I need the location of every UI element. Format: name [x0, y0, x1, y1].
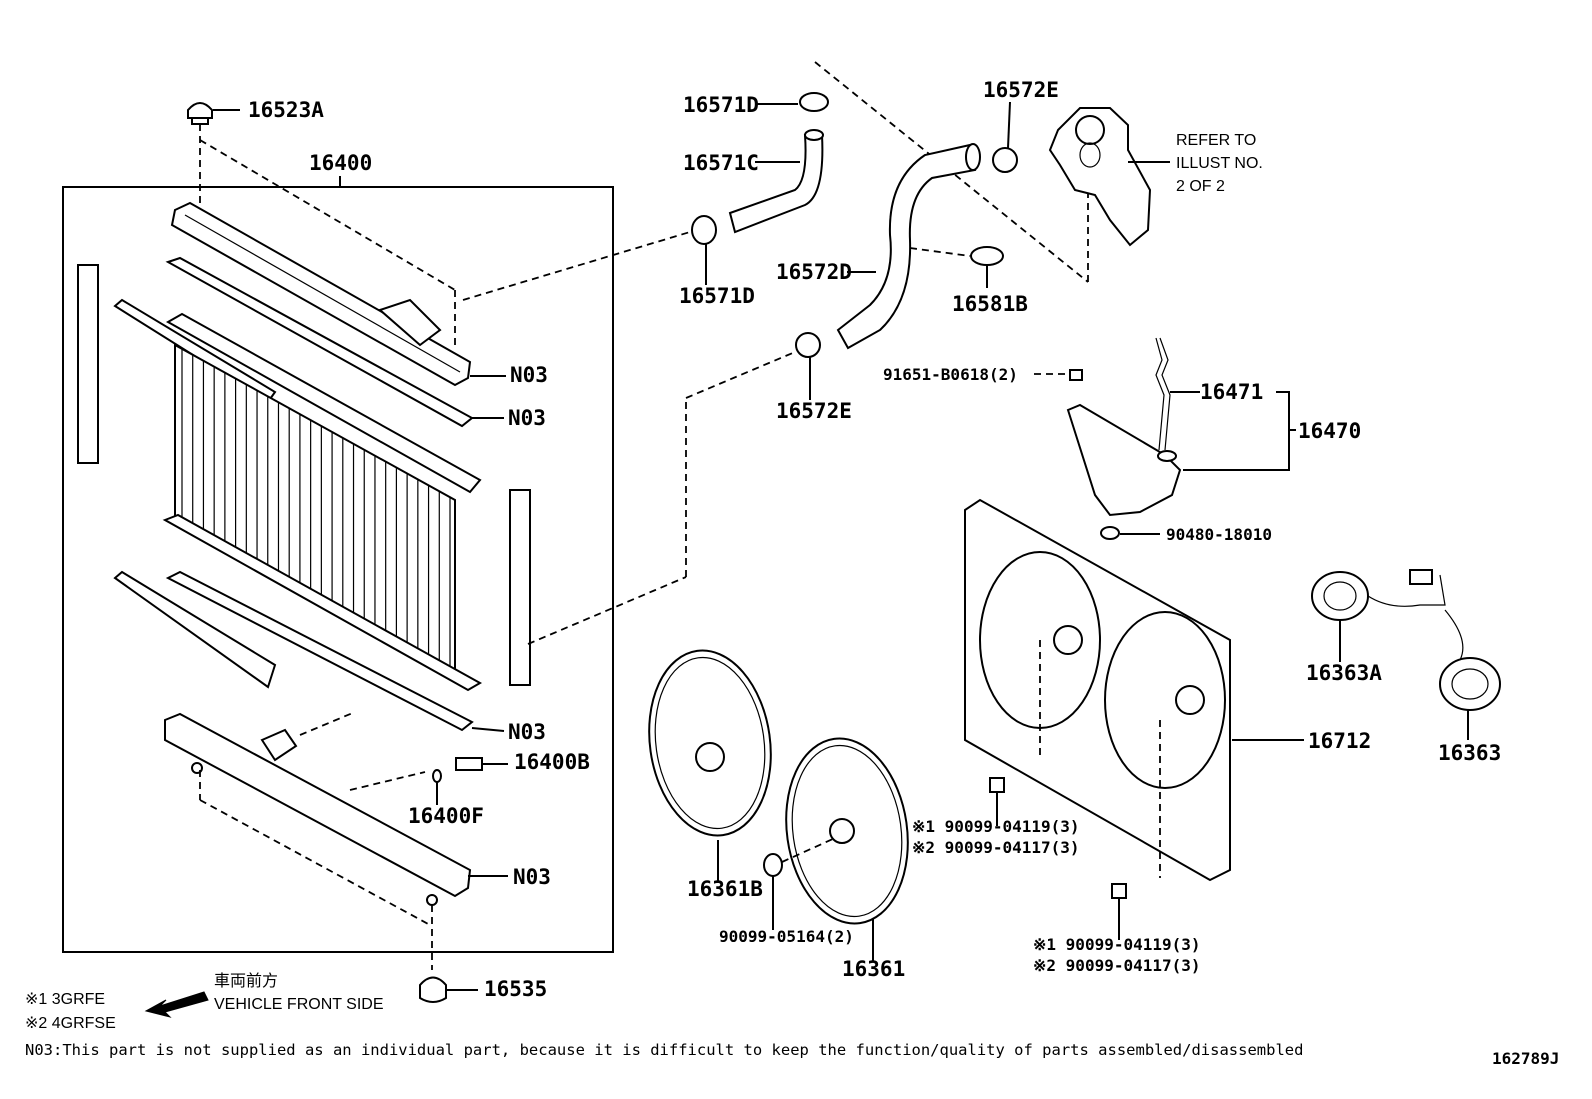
label-16535: 16535	[484, 977, 547, 1001]
label-n03-1: N03	[510, 363, 548, 387]
clamp-16572E-lower	[795, 332, 821, 400]
clamp-16581B	[909, 246, 1004, 288]
label-16471: 16471	[1200, 380, 1263, 404]
label-16571D-top: 16571D	[683, 93, 759, 117]
variant-1-legend: ※1 3GRFE	[25, 991, 105, 1008]
reservoir-hose-16471	[1155, 337, 1171, 451]
bolt-91651	[1034, 369, 1083, 381]
vehicle-front-jp: 車両前方	[214, 972, 278, 990]
nut-90099-05164	[763, 837, 836, 930]
fan-16361	[785, 737, 909, 962]
clamp-16571D-upper	[755, 92, 829, 112]
cushion-16535	[419, 976, 478, 1003]
bolt-shroud-b	[1111, 883, 1127, 940]
refer-line-2: ILLUST NO.	[1176, 155, 1263, 172]
variant-2-legend: ※2 4GRFSE	[25, 1015, 116, 1032]
label-bolt-b-variant-2: ※2 90099-04117(3)	[1033, 956, 1201, 975]
label-16572E-bottom: 16572E	[776, 399, 852, 423]
hose-16571C	[728, 129, 824, 234]
label-16470: 16470	[1298, 419, 1361, 443]
left-seal-strip	[77, 264, 99, 464]
label-n03-3: N03	[508, 720, 546, 744]
motor-16363	[1439, 609, 1501, 740]
drain-cock-16400B	[455, 757, 508, 771]
label-16363A: 16363A	[1306, 661, 1382, 685]
label-16363: 16363	[1438, 741, 1501, 765]
label-16581B: 16581B	[952, 292, 1028, 316]
label-16572E-top: 16572E	[983, 78, 1059, 102]
fan-16361B	[648, 649, 772, 883]
hose-16572D	[836, 143, 981, 350]
water-outlet-housing	[1048, 107, 1152, 247]
label-16361: 16361	[842, 957, 905, 981]
radiator-cap-16523A	[187, 102, 240, 125]
motor-16363A	[1311, 569, 1446, 662]
label-16712: 16712	[1308, 729, 1371, 753]
label-16571C: 16571C	[683, 151, 759, 175]
reservoir-tank	[1066, 403, 1182, 517]
radiator-core	[162, 312, 483, 692]
vehicle-front-arrow	[144, 991, 209, 1018]
label-91651-B0618: 91651-B0618(2)	[883, 365, 1018, 384]
drawing-number: 162789J	[1492, 1049, 1559, 1068]
label-90099-05164: 90099-05164(2)	[719, 927, 854, 946]
bolt-shroud-a	[989, 777, 1005, 826]
label-16400F: 16400F	[408, 804, 484, 828]
label-16572D: 16572D	[776, 260, 852, 284]
label-16400B: 16400B	[514, 750, 590, 774]
label-n03-4: N03	[513, 865, 551, 889]
label-16400: 16400	[309, 151, 372, 175]
radiator-assembly-box	[62, 186, 614, 953]
refer-line-3: 2 OF 2	[1176, 178, 1225, 195]
clamp-16571D-lower	[691, 215, 717, 285]
right-seal-strip	[509, 489, 531, 686]
label-bolt-b-variant-1: ※1 90099-04119(3)	[1033, 935, 1201, 954]
label-90480-18010: 90480-18010	[1166, 525, 1272, 544]
label-16361B: 16361B	[687, 877, 763, 901]
grommet-90480	[1100, 526, 1160, 540]
lower-seal-strip	[113, 570, 277, 689]
upper-tank	[170, 201, 472, 387]
vehicle-front-en: VEHICLE FRONT SIDE	[214, 996, 384, 1013]
lower-tank	[164, 712, 472, 906]
lower-gasket	[165, 570, 474, 732]
clamp-16572E-upper	[992, 101, 1018, 173]
label-bolt-a-variant-2: ※2 90099-04117(3)	[912, 838, 1080, 857]
label-16523A: 16523A	[248, 98, 324, 122]
refer-line-1: REFER TO	[1176, 132, 1256, 149]
footnote-n03: N03:This part is not supplied as an indi…	[25, 1041, 1303, 1059]
label-n03-2: N03	[508, 406, 546, 430]
o-ring-16400F	[432, 769, 442, 805]
label-bolt-a-variant-1: ※1 90099-04119(3)	[912, 817, 1080, 836]
label-16571D-bottom: 16571D	[679, 284, 755, 308]
